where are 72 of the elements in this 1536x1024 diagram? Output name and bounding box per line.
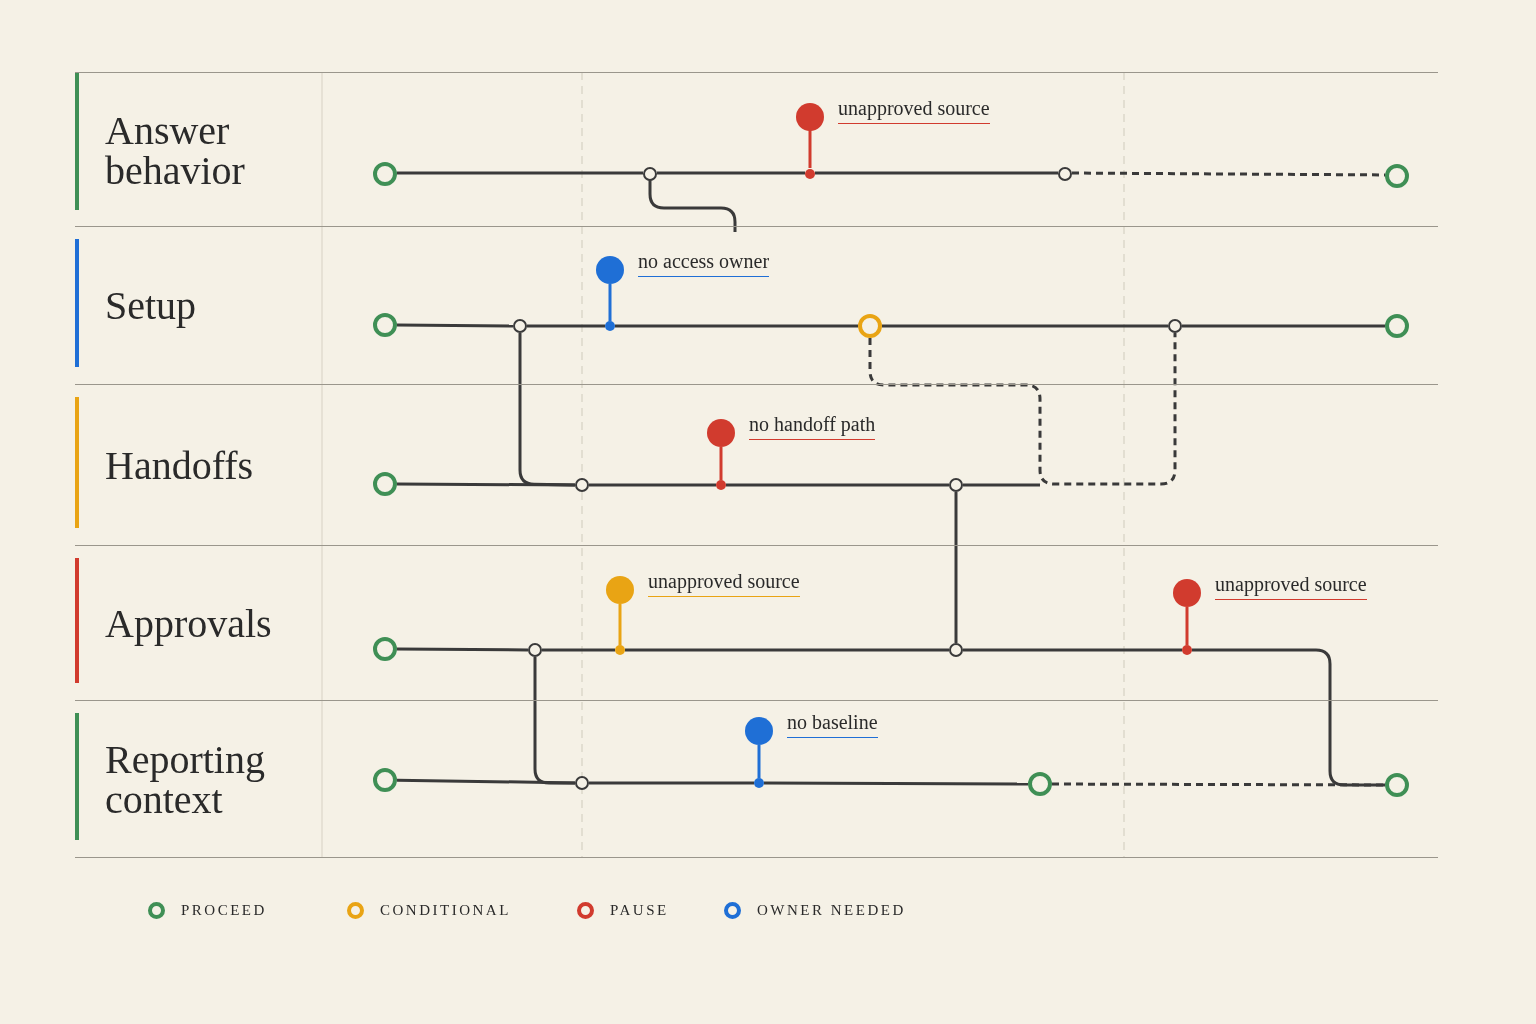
pin-stem xyxy=(608,284,612,321)
marker-dot xyxy=(754,778,764,788)
lane-title: Reporting context xyxy=(105,739,266,820)
marker-dot xyxy=(605,321,615,331)
lane-title: Handoffs xyxy=(105,445,255,486)
pin-stem xyxy=(1185,607,1189,645)
route-line xyxy=(868,333,1177,486)
pin-stem xyxy=(808,130,812,168)
route-line xyxy=(963,483,1040,487)
junction-ring xyxy=(1168,319,1182,333)
route-line xyxy=(657,171,805,175)
route-line xyxy=(1052,782,1385,787)
route-line xyxy=(764,781,1028,786)
route-line xyxy=(589,483,716,487)
lane-title: Setup xyxy=(105,286,198,326)
route-line xyxy=(397,171,643,175)
junction-ring xyxy=(949,478,963,492)
route-line xyxy=(527,324,605,328)
pin-stem xyxy=(757,745,761,778)
legend-label: PROCEED xyxy=(181,902,267,919)
route-line xyxy=(954,492,958,643)
lane-title: Answer behavior xyxy=(105,110,246,191)
route-line xyxy=(615,324,858,328)
station-ring xyxy=(858,314,882,338)
station-ring xyxy=(1028,772,1052,796)
flag-label: unapproved source xyxy=(838,97,990,124)
flag-label: unapproved source xyxy=(1215,573,1367,600)
flag-label: no access owner xyxy=(638,250,770,277)
route-line xyxy=(963,648,1182,652)
route-line xyxy=(397,323,513,328)
station-ring xyxy=(1385,164,1409,188)
junction-ring xyxy=(1058,167,1072,181)
junction-ring xyxy=(643,167,657,181)
route-line xyxy=(815,171,1058,175)
junction-ring xyxy=(528,643,542,657)
route-line xyxy=(397,647,528,652)
swimlane xyxy=(75,72,1438,227)
route-line xyxy=(397,482,575,487)
station-ring xyxy=(373,472,397,496)
route-line xyxy=(1192,648,1385,787)
station-ring xyxy=(373,313,397,337)
legend-label: CONDITIONAL xyxy=(380,902,511,919)
route-line xyxy=(533,657,575,785)
legend-label: PAUSE xyxy=(610,902,669,919)
marker-dot xyxy=(615,645,625,655)
marker-dot xyxy=(716,480,726,490)
junction-ring xyxy=(575,478,589,492)
lane-title: Approvals xyxy=(105,603,273,644)
route-line xyxy=(648,180,737,232)
route-line xyxy=(726,483,949,487)
marker-dot xyxy=(1182,645,1192,655)
flag-label: no handoff path xyxy=(749,413,876,440)
route-line xyxy=(1182,324,1385,328)
route-line xyxy=(882,324,1168,328)
route-line xyxy=(396,778,576,785)
flag-label: unapproved source xyxy=(648,570,800,597)
marker-dot xyxy=(805,169,815,179)
pin-stem xyxy=(719,447,723,480)
station-ring xyxy=(1385,314,1409,338)
station-ring xyxy=(1385,773,1409,797)
station-ring xyxy=(373,162,397,186)
junction-ring xyxy=(513,319,527,333)
legend-label: OWNER NEEDED xyxy=(757,902,906,919)
junction-ring xyxy=(949,643,963,657)
flag-label: no baseline xyxy=(787,711,878,738)
pin-stem xyxy=(618,604,622,645)
station-ring xyxy=(373,768,397,792)
junction-ring xyxy=(575,776,589,790)
station-ring xyxy=(373,637,397,661)
route-line xyxy=(589,781,754,785)
route-line xyxy=(625,648,949,652)
route-line xyxy=(542,648,615,652)
